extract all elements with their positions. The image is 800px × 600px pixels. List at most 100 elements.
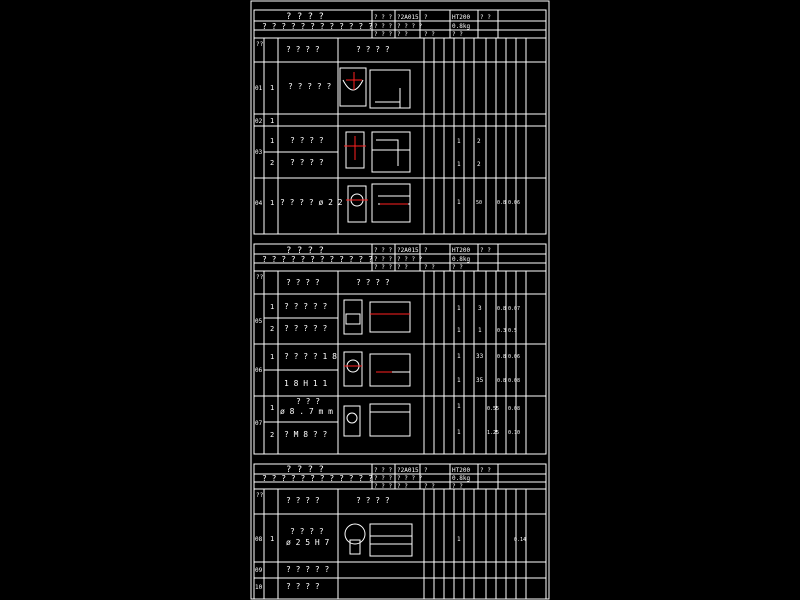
- side-value: 0.14: [514, 537, 526, 543]
- row-text: ? ? ? ? 1 8: [284, 352, 337, 361]
- side-value: 1: [457, 377, 461, 384]
- datum-mark: [346, 72, 362, 90]
- row-text: ø 8 . 7 m m: [280, 407, 333, 416]
- side-value: 0.06: [508, 200, 520, 206]
- row-step: 1: [270, 535, 274, 543]
- datum-mark: [344, 313, 410, 373]
- row-no: 04: [255, 200, 263, 207]
- row-text: ? ? ? ? ø 2 2: [280, 198, 343, 207]
- side-value: 0.55: [487, 406, 499, 412]
- side-value: 0.5: [508, 328, 517, 334]
- row-no: 03: [255, 149, 263, 156]
- head-code: ? ?: [452, 483, 463, 490]
- row-text: ? ? ? ?: [286, 582, 320, 591]
- part-sketch: [345, 131, 411, 173]
- row-step: 1: [270, 137, 274, 145]
- part-sketch: [344, 523, 413, 557]
- row-text: ø 2 5 H 7: [286, 538, 330, 547]
- side-value: 1: [457, 327, 461, 334]
- head-code: ? ? ?: [374, 467, 392, 474]
- head-code: ?2A015: [397, 14, 419, 21]
- head-code: ? ?: [397, 483, 408, 490]
- head-code: ? ? ?: [374, 264, 392, 271]
- side-value: 0.07: [508, 306, 520, 312]
- side-value: 0.8: [497, 200, 506, 206]
- row-text: ? M 8 ? ?: [284, 430, 328, 439]
- head-code: ? ?: [480, 467, 491, 474]
- side-value: 1: [457, 161, 461, 168]
- head-code: 0.8kg: [452, 475, 470, 482]
- side-value: 1: [457, 138, 461, 145]
- process-card-3: ? ? ? ? ? ? ? ? ? ? ? ? ? ? ? ? ? ? ? ?2…: [253, 463, 547, 600]
- row-text: ? ? ? ? ?: [284, 302, 328, 311]
- side-value: 1: [457, 403, 461, 410]
- col-head-sketch: ? ? ? ?: [356, 45, 390, 54]
- row-step: 2: [270, 431, 274, 439]
- datum-mark: [346, 199, 408, 205]
- head-code: ?: [424, 247, 428, 254]
- col-head-no: ??: [256, 41, 264, 48]
- row-step: 2: [270, 325, 274, 333]
- head-code: ? ? ?: [374, 14, 392, 21]
- head-code: ? ?: [452, 264, 463, 271]
- row-no: 10: [255, 584, 263, 591]
- side-value: 33: [476, 353, 484, 360]
- head-code: ?: [424, 467, 428, 474]
- row-no: 02: [255, 118, 263, 125]
- row-step: 1: [270, 199, 274, 207]
- side-value: 1: [457, 536, 461, 543]
- col-head-sketch: ? ? ? ?: [356, 496, 390, 505]
- card-title: ? ? ? ?: [286, 12, 324, 22]
- head-code: HT200: [452, 467, 470, 474]
- side-value: 0.06: [508, 354, 520, 360]
- card-title: ? ? ? ?: [286, 246, 324, 256]
- head-code: ? ? ? ?: [397, 256, 423, 263]
- col-head-content: ? ? ? ?: [286, 496, 320, 505]
- card-subtitle: ? ? ? ? ? ? ? ? ? ? ? ?: [262, 255, 373, 264]
- side-value: 1.25: [487, 430, 499, 436]
- side-value: 0.8: [497, 378, 506, 384]
- row-step: 2: [270, 159, 274, 167]
- row-no: 06: [255, 367, 263, 374]
- head-code: HT200: [452, 14, 470, 21]
- process-card-2: ? ? ? ? ? ? ? ? ? ? ? ? ? ? ? ? ? ? ? ?2…: [253, 243, 547, 455]
- col-head-no: ??: [256, 492, 264, 499]
- row-no: 05: [255, 318, 263, 325]
- row-no: 09: [255, 567, 263, 574]
- head-code: 0.8kg: [452, 256, 470, 263]
- row-text: ? ? ? ?: [290, 527, 324, 536]
- side-value: 1: [478, 327, 482, 334]
- head-code: ? ?: [424, 264, 435, 271]
- col-head-no: ??: [256, 274, 264, 281]
- row-no: 08: [255, 536, 263, 543]
- side-value: 2: [477, 138, 481, 145]
- row-text: ? ? ? ? ?: [286, 565, 330, 574]
- side-value: 1: [457, 305, 461, 312]
- row-step: 1: [270, 117, 274, 125]
- side-value: 0.8: [497, 306, 506, 312]
- head-code: ? ? ?: [374, 247, 392, 254]
- head-code: ? ? ?: [374, 475, 392, 482]
- side-value: 35: [476, 377, 484, 384]
- row-text: ? ? ? ?: [290, 136, 324, 145]
- card-subtitle: ? ? ? ? ? ? ? ? ? ? ? ?: [262, 22, 373, 31]
- side-value: 0.08: [508, 406, 520, 412]
- head-code: ? ? ?: [374, 483, 392, 490]
- col-head-content: ? ? ? ?: [286, 278, 320, 287]
- head-code: ? ? ?: [374, 256, 392, 263]
- side-value: 0.8: [497, 354, 506, 360]
- col-head-content: ? ? ? ?: [286, 45, 320, 54]
- head-code: ? ? ? ?: [397, 23, 423, 30]
- side-value: 3: [478, 305, 482, 312]
- row-step: 1: [270, 353, 274, 361]
- head-code: ?2A015: [397, 247, 419, 254]
- head-code: HT200: [452, 247, 470, 254]
- head-code: ?2A015: [397, 467, 419, 474]
- row-text: ? ? ? ? ?: [288, 82, 332, 91]
- row-no: 07: [255, 420, 263, 427]
- row-step: 1: [270, 404, 274, 412]
- head-code: ? ? ?: [374, 23, 392, 30]
- side-value: 1: [457, 353, 461, 360]
- head-code: ? ?: [397, 264, 408, 271]
- side-value: 2: [477, 161, 481, 168]
